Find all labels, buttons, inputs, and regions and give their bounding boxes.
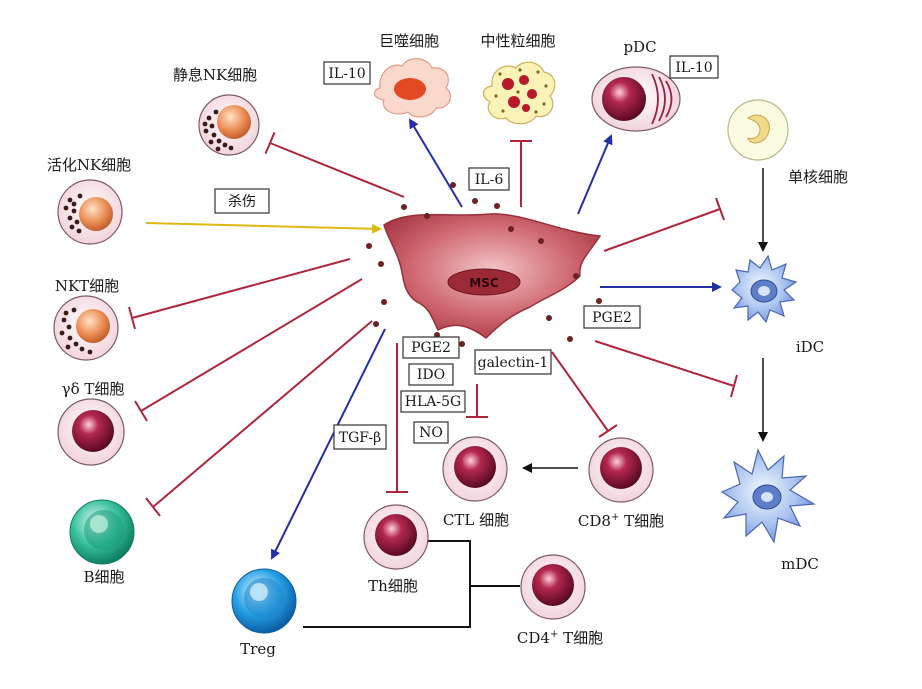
msc-cell: MSC bbox=[383, 213, 602, 339]
ctl-label: CTL 细胞 bbox=[443, 511, 509, 529]
inhibit-monocyte-line bbox=[603, 208, 721, 252]
cd8-t-cell: CD8+ T细胞 bbox=[578, 437, 664, 530]
ctl-cell: CTL 细胞 bbox=[442, 436, 509, 529]
cd4-t-label: CD4+ T细胞 bbox=[517, 629, 603, 647]
pdc-cell: pDC bbox=[591, 38, 681, 132]
b-cell: B细胞 bbox=[69, 499, 135, 586]
th-cell: Th细胞 bbox=[363, 504, 429, 595]
resting-nk-label: 静息NK细胞 bbox=[173, 66, 257, 84]
th-label: Th细胞 bbox=[368, 577, 418, 595]
activate-macrophage-arrow bbox=[408, 118, 463, 208]
factor-ido: IDO bbox=[408, 363, 454, 386]
svg-text:galectin-1: galectin-1 bbox=[478, 355, 549, 371]
pdc-label: pDC bbox=[623, 38, 656, 56]
inhibit-resting-nk-bar bbox=[264, 132, 276, 154]
treg-cell: Treg bbox=[231, 568, 297, 658]
activate-pdc-arrow bbox=[577, 134, 613, 215]
factor-il10-macrophage: IL-10 bbox=[323, 61, 371, 85]
neutrophil-cell: 中性粒细胞 bbox=[480, 32, 556, 125]
activation-lines bbox=[271, 118, 722, 560]
inhibit-mdc-bar bbox=[730, 374, 738, 398]
activated-nk-label: 活化NK细胞 bbox=[47, 156, 131, 174]
inhibit-mdc-line bbox=[594, 340, 735, 387]
factor-hla5g: HLA-5G bbox=[400, 390, 466, 413]
inhibit-monocyte-bar bbox=[715, 197, 725, 221]
inhibit-cd8-line bbox=[551, 351, 609, 432]
inhibit-resting-nk-line bbox=[269, 142, 405, 198]
inhibition-lines bbox=[128, 132, 738, 517]
svg-text:IDO: IDO bbox=[417, 367, 445, 383]
activate-treg-arrow bbox=[271, 328, 386, 560]
inhibit-b-cell-bar bbox=[145, 497, 161, 517]
svg-text:IL-6: IL-6 bbox=[475, 172, 504, 188]
factor-no: NO bbox=[413, 421, 449, 444]
inhibit-cd8-bar bbox=[598, 424, 618, 438]
b-cell-label: B细胞 bbox=[83, 568, 124, 586]
idc-label: iDC bbox=[796, 338, 824, 356]
cd4-t-cell: CD4+ T细胞 bbox=[517, 554, 603, 647]
factor-il6: IL-6 bbox=[468, 167, 510, 191]
msc-label: MSC bbox=[469, 276, 499, 290]
gd-t-label: γδ T细胞 bbox=[62, 380, 125, 398]
macrophage-cell: 巨噬细胞 bbox=[373, 32, 451, 118]
secreted-factor-dots bbox=[366, 182, 602, 347]
neutrophil-label: 中性粒细胞 bbox=[480, 32, 555, 50]
monocyte-label: 单核细胞 bbox=[788, 168, 848, 186]
macrophage-label: 巨噬细胞 bbox=[379, 32, 439, 50]
svg-text:IL-10: IL-10 bbox=[328, 66, 365, 82]
svg-text:TGF-β: TGF-β bbox=[339, 430, 381, 446]
cd8-t-label: CD8+ T细胞 bbox=[578, 512, 664, 530]
nkt-label: NKT细胞 bbox=[55, 277, 119, 295]
inhibit-nkt-bar bbox=[128, 306, 136, 330]
resting-nk-cell: 静息NK细胞 bbox=[173, 66, 260, 156]
th-treg-cd4-bracket bbox=[303, 540, 520, 628]
svg-text:NO: NO bbox=[419, 425, 443, 441]
monocyte-cell: 单核细胞 bbox=[727, 99, 848, 186]
inhibit-gd-t-line bbox=[140, 278, 363, 412]
gd-t-cell: γδ T细胞 bbox=[57, 380, 125, 466]
svg-text:杀伤: 杀伤 bbox=[228, 194, 256, 210]
svg-text:PGE2: PGE2 bbox=[411, 340, 451, 356]
factor-pge2-right: PGE2 bbox=[583, 305, 641, 329]
factor-tgf-beta: TGF-β bbox=[333, 424, 387, 450]
factor-il10-pdc: IL-10 bbox=[669, 55, 719, 79]
activated-nk-cell: 活化NK细胞 bbox=[47, 156, 131, 245]
factor-galectin: galectin-1 bbox=[474, 349, 552, 375]
treg-label: Treg bbox=[240, 640, 276, 658]
mdc-label: mDC bbox=[781, 555, 819, 573]
inhibit-gd-t-bar bbox=[134, 400, 148, 422]
factor-pge2-bottom: PGE2 bbox=[402, 336, 460, 359]
idc-cell: iDC bbox=[731, 254, 824, 356]
factor-kill: 杀伤 bbox=[214, 188, 270, 214]
inhibit-b-cell-line bbox=[152, 320, 373, 508]
nkt-cell: NKT细胞 bbox=[53, 277, 119, 361]
inhibit-nkt-line bbox=[131, 258, 351, 319]
mdc-cell: mDC bbox=[720, 448, 819, 573]
svg-text:HLA-5G: HLA-5G bbox=[405, 394, 461, 410]
kill-arrow bbox=[145, 222, 382, 234]
svg-text:PGE2: PGE2 bbox=[592, 310, 632, 326]
svg-text:IL-10: IL-10 bbox=[675, 60, 712, 76]
differentiation-arrows bbox=[522, 168, 768, 473]
